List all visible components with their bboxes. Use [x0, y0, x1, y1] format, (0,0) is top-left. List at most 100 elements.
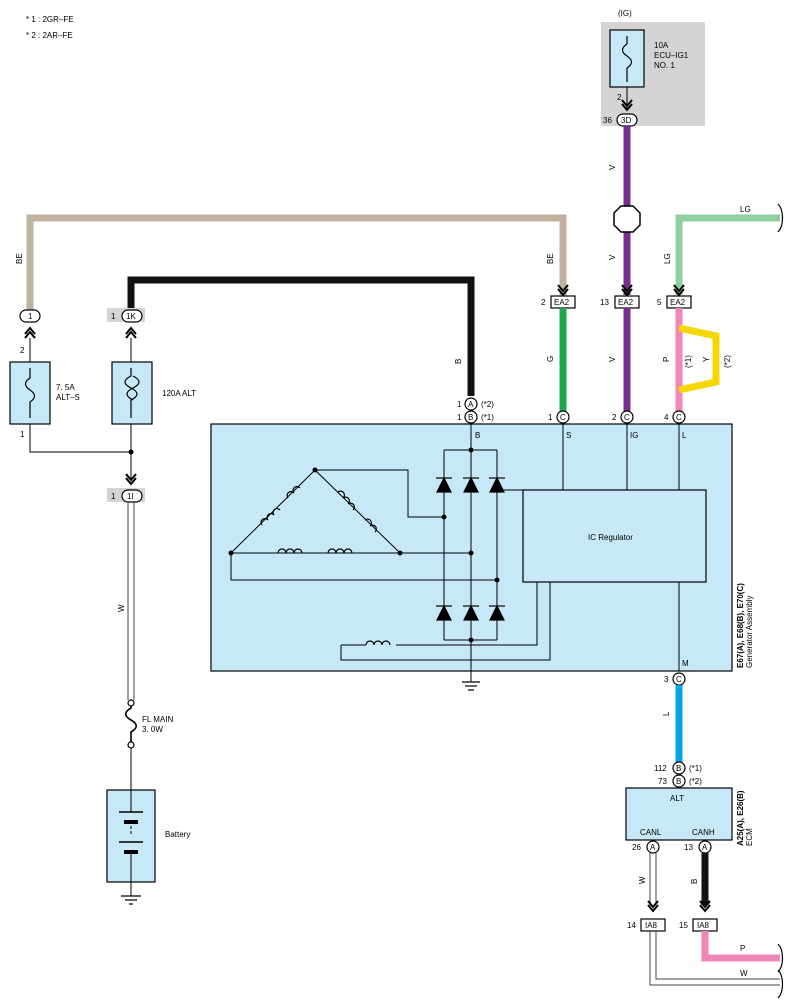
wire-b-main	[127, 276, 475, 396]
conn-3d-pin: 36	[603, 116, 612, 125]
conn-1-id: 1	[28, 312, 33, 321]
ig-connector-arrow	[621, 99, 633, 112]
conn-ea2-be-pin: 2	[541, 298, 546, 307]
wire-label-lg2: LG	[663, 253, 672, 264]
wire-lg	[675, 214, 780, 295]
fl-main-name: FL MAIN	[142, 715, 173, 724]
conn-3d-id: 3D	[621, 116, 631, 125]
wire-label-v1: V	[608, 164, 617, 170]
alt-s-amp: 7. 5A	[56, 383, 75, 392]
ecu-ig1-pin: 2	[617, 93, 622, 102]
wire-label-l: L	[662, 711, 671, 716]
wire-be	[26, 214, 567, 310]
alt120-fuse	[111, 361, 153, 425]
ecm-canl-id: A	[650, 843, 656, 852]
wire-label-w-can: W	[638, 876, 647, 884]
fl-main-link	[124, 700, 138, 742]
wire-label-y: Y	[702, 356, 711, 362]
wire-label-be2: BE	[546, 253, 555, 264]
fuse-symbol	[621, 36, 633, 82]
gen-a-note: (*2)	[481, 400, 494, 409]
gen-b-note: (*1)	[481, 413, 494, 422]
conn-ea2-v-pin: 13	[600, 298, 609, 307]
gen-s-id: C	[560, 413, 566, 422]
alt-s-pin-top: 2	[20, 346, 25, 355]
gen-term-ig: IG	[630, 431, 638, 440]
gen-side-sub: Generator Assembly	[745, 596, 754, 668]
gen-b-pin: 1	[457, 413, 462, 422]
conn-1k-id: 1K	[126, 312, 136, 321]
gen-side-title: E67(A), E68(B), E70(C)	[736, 583, 745, 668]
junction-octagon	[613, 205, 641, 233]
ecm-b1-pin: 112	[654, 764, 667, 773]
conn-ea2-be-id: EA2	[554, 298, 570, 307]
conn-ia8-b-id: IA8	[697, 921, 710, 930]
ecm-b2-id: B	[676, 777, 681, 786]
note-1: * 1 : 2GR–FE	[26, 15, 74, 24]
ecm-b2-pin: 73	[658, 777, 667, 786]
gen-l-id: C	[676, 413, 682, 422]
ecu-ig1-name: ECU–IG1	[654, 51, 689, 60]
conn-ia8-b-pin: 15	[679, 921, 688, 930]
gen-m-pin: 3	[664, 675, 669, 684]
conn-ea2-v-id: EA2	[618, 298, 634, 307]
conn-1k-pin: 1	[111, 312, 116, 321]
wire-label-p-out: P	[740, 944, 745, 953]
wire-label-w-out: W	[740, 969, 748, 978]
conn-ea2-lg-id: EA2	[670, 298, 686, 307]
ecm-b1-note: (*1)	[689, 764, 702, 773]
conn-1i-pin: 1	[111, 492, 116, 501]
wire-label-w-main: W	[117, 604, 126, 612]
ecm-side-sub: ECM	[745, 828, 754, 846]
ecm-canh-id: A	[702, 843, 708, 852]
alt-s-pin-bottom: 1	[20, 430, 25, 439]
ecm-canh-pin: 13	[684, 843, 693, 852]
wire-label-b-main: B	[454, 359, 463, 364]
wire-label-g: G	[546, 356, 555, 362]
alt120-label: 120A ALT	[162, 389, 196, 398]
ecm-b1-id: B	[676, 764, 681, 773]
ecm-canl-label: CANL	[640, 828, 662, 837]
gen-term-b: B	[475, 431, 480, 440]
gen-a-id: A	[468, 400, 474, 409]
alt-s-name: ALT–S	[56, 393, 80, 402]
wire-label-v3: V	[608, 356, 617, 362]
wire-label-p-note: (*1)	[684, 355, 693, 368]
gen-m-id: C	[676, 675, 682, 684]
gen-s-pin: 1	[548, 413, 553, 422]
ig-label: (IG)	[618, 9, 632, 18]
conn-ia8-w-id: IA8	[645, 921, 658, 930]
gen-term-l: L	[682, 431, 687, 440]
ecu-ig1-amp: 10A	[654, 41, 669, 50]
battery-label: Battery	[165, 830, 190, 839]
ecm-canh-label: CANH	[692, 828, 715, 837]
ecm-alt-label: ALT	[670, 794, 684, 803]
gen-ig-id: C	[624, 413, 630, 422]
wire-label-v2: V	[608, 254, 617, 260]
ecm-box	[625, 787, 733, 841]
rectifier-diodes	[436, 476, 505, 621]
gen-a-pin: 1	[457, 400, 462, 409]
wire-label-p: P	[662, 357, 671, 362]
gen-l-pin: 4	[664, 413, 669, 422]
ecm-canl-pin: 26	[632, 843, 641, 852]
wire-label-b-can: B	[690, 879, 699, 884]
conn-1i-id: 1I	[127, 492, 134, 501]
ic-regulator-label: IC Regulator	[588, 533, 633, 542]
gen-ig-pin: 2	[612, 413, 617, 422]
fl-main-rating: 3. 0W	[142, 725, 163, 734]
ic-regulator	[522, 489, 707, 583]
ecm-side-title: A25(A), E26(B)	[736, 790, 745, 846]
conn-ia8-w	[640, 918, 666, 932]
wire-p-out	[701, 931, 780, 962]
wire-label-be1: BE	[15, 253, 24, 264]
gen-term-m: M	[682, 659, 689, 668]
wire-break-lg	[777, 203, 784, 233]
ecm-b2-note: (*2)	[689, 777, 702, 786]
wire-break-w	[777, 969, 784, 999]
conn-ia8-w-pin: 14	[627, 921, 636, 930]
wire-y	[678, 324, 720, 394]
wire-label-lg1: LG	[740, 205, 751, 214]
wire-break-p	[777, 943, 784, 973]
